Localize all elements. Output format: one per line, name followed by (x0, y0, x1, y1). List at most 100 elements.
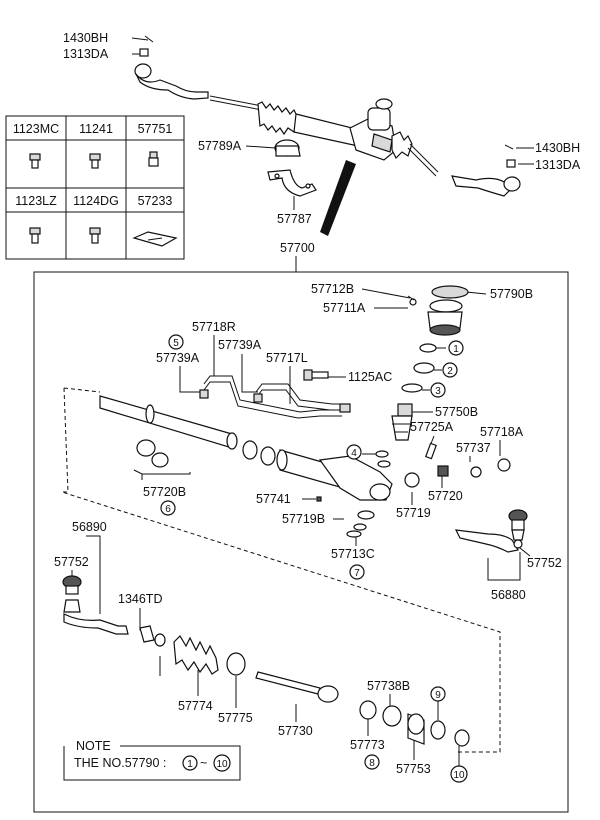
label-57739a-right: 57739A (218, 338, 262, 352)
mount-bushing-57789a (274, 139, 301, 157)
bolt-1125ac (303, 369, 329, 381)
table-header-1123lz: 1123LZ (15, 194, 57, 208)
tie-rod-end-56880 (454, 509, 528, 553)
tie-rod-end-left (134, 63, 209, 100)
parts (62, 285, 528, 747)
svg-text:7: 7 (354, 568, 360, 579)
circled-number-1: 1 (448, 340, 464, 356)
castle-nut-right-icon (506, 159, 516, 168)
label-57719: 57719 (396, 506, 431, 520)
circled-number-10: 10 (450, 765, 468, 783)
label-57739a-left: 57739A (156, 351, 200, 365)
bellows-boot-57774 (173, 635, 219, 675)
circled-number-7: 7 (349, 564, 365, 580)
spring-icon (437, 465, 449, 477)
o-ring-icon (242, 440, 258, 460)
label-57750b: 57750B (435, 405, 478, 419)
ring-icon (359, 700, 377, 720)
inner-tie-rod-57730 (255, 671, 339, 703)
bolt-icon (89, 227, 101, 244)
leader-lines (71, 288, 531, 760)
svg-text:1: 1 (453, 344, 459, 355)
ring-icon (382, 705, 402, 727)
cap-icon (470, 466, 482, 478)
svg-text:3: 3 (435, 386, 441, 397)
dashed-outline (61, 387, 501, 753)
svg-text:5: 5 (173, 338, 179, 349)
table-header-11241: 11241 (79, 122, 113, 136)
bush-icon (136, 439, 156, 457)
fastener-table: 1123MC 11241 57751 1123LZ 1124DG 57233 (5, 115, 185, 260)
circled-number-6: 6 (160, 500, 176, 516)
top-assembly: 1430BH 1313DA (63, 31, 581, 272)
label-1430bh-left: 1430BH (63, 31, 108, 45)
ring-icon (454, 729, 470, 747)
cotter-pin-icon (144, 35, 154, 43)
pointer-wedge (320, 160, 356, 236)
lock-nut-icon (139, 625, 155, 643)
label-57741: 57741 (256, 492, 291, 506)
table-header-1123mc: 1123MC (13, 122, 59, 136)
note-title: NOTE (76, 739, 111, 753)
label-57752-left: 57752 (54, 555, 89, 569)
plate-icon (132, 231, 178, 247)
ring-icon (375, 450, 389, 458)
cotter-pin-right-icon (504, 144, 514, 150)
bolt-icon (29, 227, 41, 244)
label-57775: 57775 (218, 711, 253, 725)
label-57713c: 57713C (331, 547, 375, 561)
washer-icon (353, 523, 367, 531)
circled-numbers: 1 2 3 4 5 6 7 8 9 10 (160, 334, 468, 783)
adjust-screw-icon (425, 442, 437, 460)
label-57718a: 57718A (480, 425, 524, 439)
circled-number-2: 2 (442, 362, 458, 378)
svg-text:4: 4 (351, 448, 357, 459)
tie-rod-end-56890 (62, 575, 129, 635)
exploded-view-frame (33, 271, 569, 813)
seal-ring-3-icon (401, 383, 423, 393)
svg-text:10: 10 (453, 770, 465, 781)
label-57725a: 57725A (410, 420, 454, 434)
circled-number-4: 4 (346, 444, 362, 460)
nut-icon (497, 458, 511, 472)
label-56880: 56880 (491, 588, 526, 602)
bush-icon (151, 452, 169, 468)
label-1430bh-right: 1430BH (535, 141, 580, 155)
label-56890: 56890 (72, 520, 107, 534)
svg-text:2: 2 (447, 366, 453, 377)
circled-number-3: 3 (430, 382, 446, 398)
plug-icon (404, 472, 420, 488)
label-57720b: 57720B (143, 485, 186, 499)
label-57720: 57720 (428, 489, 463, 503)
note-range-sep: ~ (200, 756, 207, 770)
clip-icon (154, 633, 166, 647)
label-1125ac: 1125AC (348, 370, 392, 384)
fitting-icon (199, 389, 209, 399)
note-text: THE NO.57790 : (74, 756, 166, 770)
washer-icon (346, 530, 362, 538)
fitting-icon (339, 403, 351, 413)
table-header-57751: 57751 (138, 122, 173, 136)
svg-text:8: 8 (369, 758, 375, 769)
rack-housing (209, 95, 439, 177)
bolt-icon (89, 153, 101, 169)
label-57700: 57700 (280, 241, 315, 255)
castle-nut-icon (139, 48, 149, 57)
circled-number-5: 5 (168, 334, 184, 350)
seal-ring-1-icon (419, 343, 437, 353)
label-57730: 57730 (278, 724, 313, 738)
table-header-57233: 57233 (138, 194, 173, 208)
label-57789a: 57789A (198, 139, 242, 153)
note-box: NOTE THE NO.57790 : 1 ~ 10 (63, 739, 241, 781)
ring-icon (430, 720, 446, 740)
tie-rod-end-right (451, 175, 521, 197)
clamp-bracket-57787 (267, 169, 317, 197)
washer-icon (357, 510, 375, 520)
o-ring-icon (260, 446, 276, 466)
label-1313da-right: 1313DA (535, 158, 581, 172)
pin-icon (316, 496, 322, 502)
note-range-start: 1 (187, 759, 193, 770)
svg-text:9: 9 (435, 690, 441, 701)
band-clamp-icon (226, 652, 246, 676)
